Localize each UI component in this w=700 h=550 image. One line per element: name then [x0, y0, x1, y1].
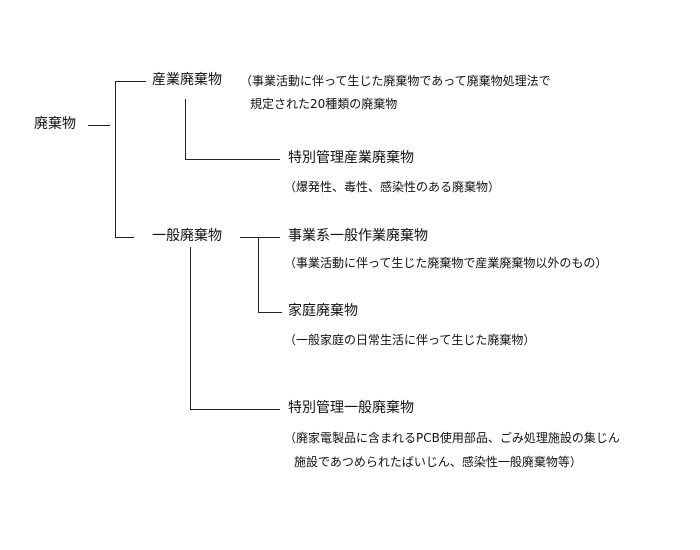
- business-general-waste-note: （事業活動に伴って生じた廃棄物で産業廃棄物以外のもの）: [284, 256, 608, 270]
- root-label: 廃棄物: [34, 116, 76, 132]
- special-industrial-waste-label: 特別管理産業廃棄物: [288, 150, 414, 166]
- business-general-waste-label: 事業系一般作業廃棄物: [288, 228, 428, 244]
- special-general-waste-note-line2: 施設であつめられたばいじん、感染性一般廃棄物等）: [294, 455, 582, 469]
- special-industrial-waste-note: （爆発性、毒性、感染性のある廃棄物）: [284, 180, 501, 194]
- industrial-waste-note-line1: （事業活動に伴って生じた廃棄物であって廃棄物処理法で: [240, 74, 551, 88]
- special-general-waste-note-line1: （廃家電製品に含まれるPCB使用部品、ごみ処理施設の集じん: [284, 431, 620, 445]
- industrial-waste-note-line2: 規定された20種類の廃棄物: [250, 97, 398, 111]
- industrial-waste-label: 産業廃棄物: [152, 72, 222, 88]
- household-waste-label: 家庭廃棄物: [288, 303, 358, 319]
- general-waste-label: 一般廃棄物: [152, 228, 222, 244]
- household-waste-note: （一般家庭の日常生活に伴って生じた廃棄物）: [284, 333, 536, 347]
- special-general-waste-label: 特別管理一般廃棄物: [288, 400, 414, 416]
